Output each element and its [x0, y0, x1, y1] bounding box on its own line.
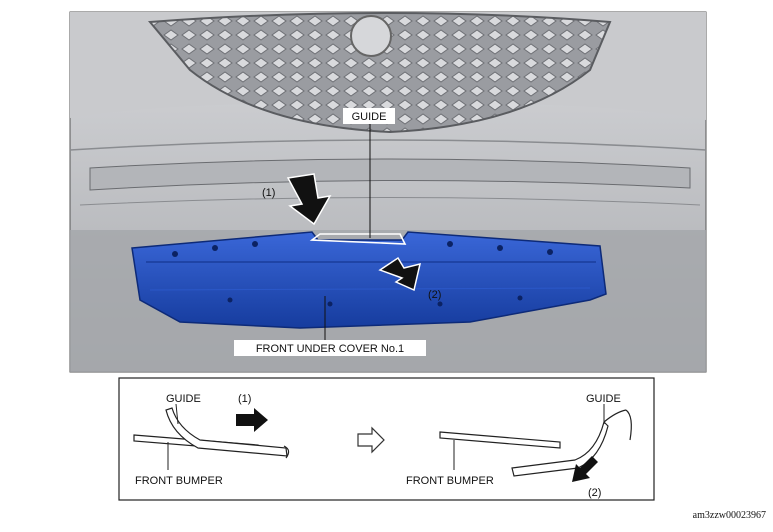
step1-label-left: (1) — [238, 393, 251, 405]
guide-callout: GUIDE — [352, 111, 387, 123]
guide-detail-panel: GUIDE (1) FRONT BUMPER GUIDE (2) FRONT B… — [118, 377, 655, 501]
step2-callout: (2) — [428, 289, 441, 301]
transition-arrow-icon — [357, 426, 385, 454]
detail-frame — [118, 377, 655, 501]
grille-emblem — [350, 15, 392, 57]
cover-callout: FRONT UNDER COVER No.1 — [256, 343, 404, 355]
lower-bumper-bar — [89, 158, 691, 191]
guide-label-left: GUIDE — [166, 393, 201, 405]
detail-left: GUIDE (1) FRONT BUMPER — [133, 393, 290, 487]
step2-label-right: (2) — [588, 487, 601, 499]
push-arrow-1 — [286, 173, 332, 226]
arrow-right-icon — [236, 408, 268, 432]
arrow-down-left-icon — [572, 456, 598, 482]
bumper-label-right: FRONT BUMPER — [406, 475, 494, 487]
bumper-label-left: FRONT BUMPER — [135, 475, 223, 487]
bumper-edge-right — [439, 431, 561, 449]
front-grille — [147, 12, 612, 134]
guide-label-bg — [343, 108, 395, 124]
guide-leader-left — [175, 403, 179, 425]
cover-label-bg — [234, 340, 426, 356]
cover-holes — [172, 241, 553, 307]
detail-right: GUIDE (2) FRONT BUMPER — [406, 393, 632, 499]
step1-callout: (1) — [262, 187, 275, 199]
pull-arrow-2 — [378, 256, 422, 292]
guide-label-right: GUIDE — [586, 393, 621, 405]
guide-highlight — [309, 233, 407, 245]
figure-id: am3zzw00023967 — [693, 510, 766, 521]
car-front-illustration: GUIDE (1) (2) FRONT UNDER COVER No.1 — [69, 11, 707, 373]
